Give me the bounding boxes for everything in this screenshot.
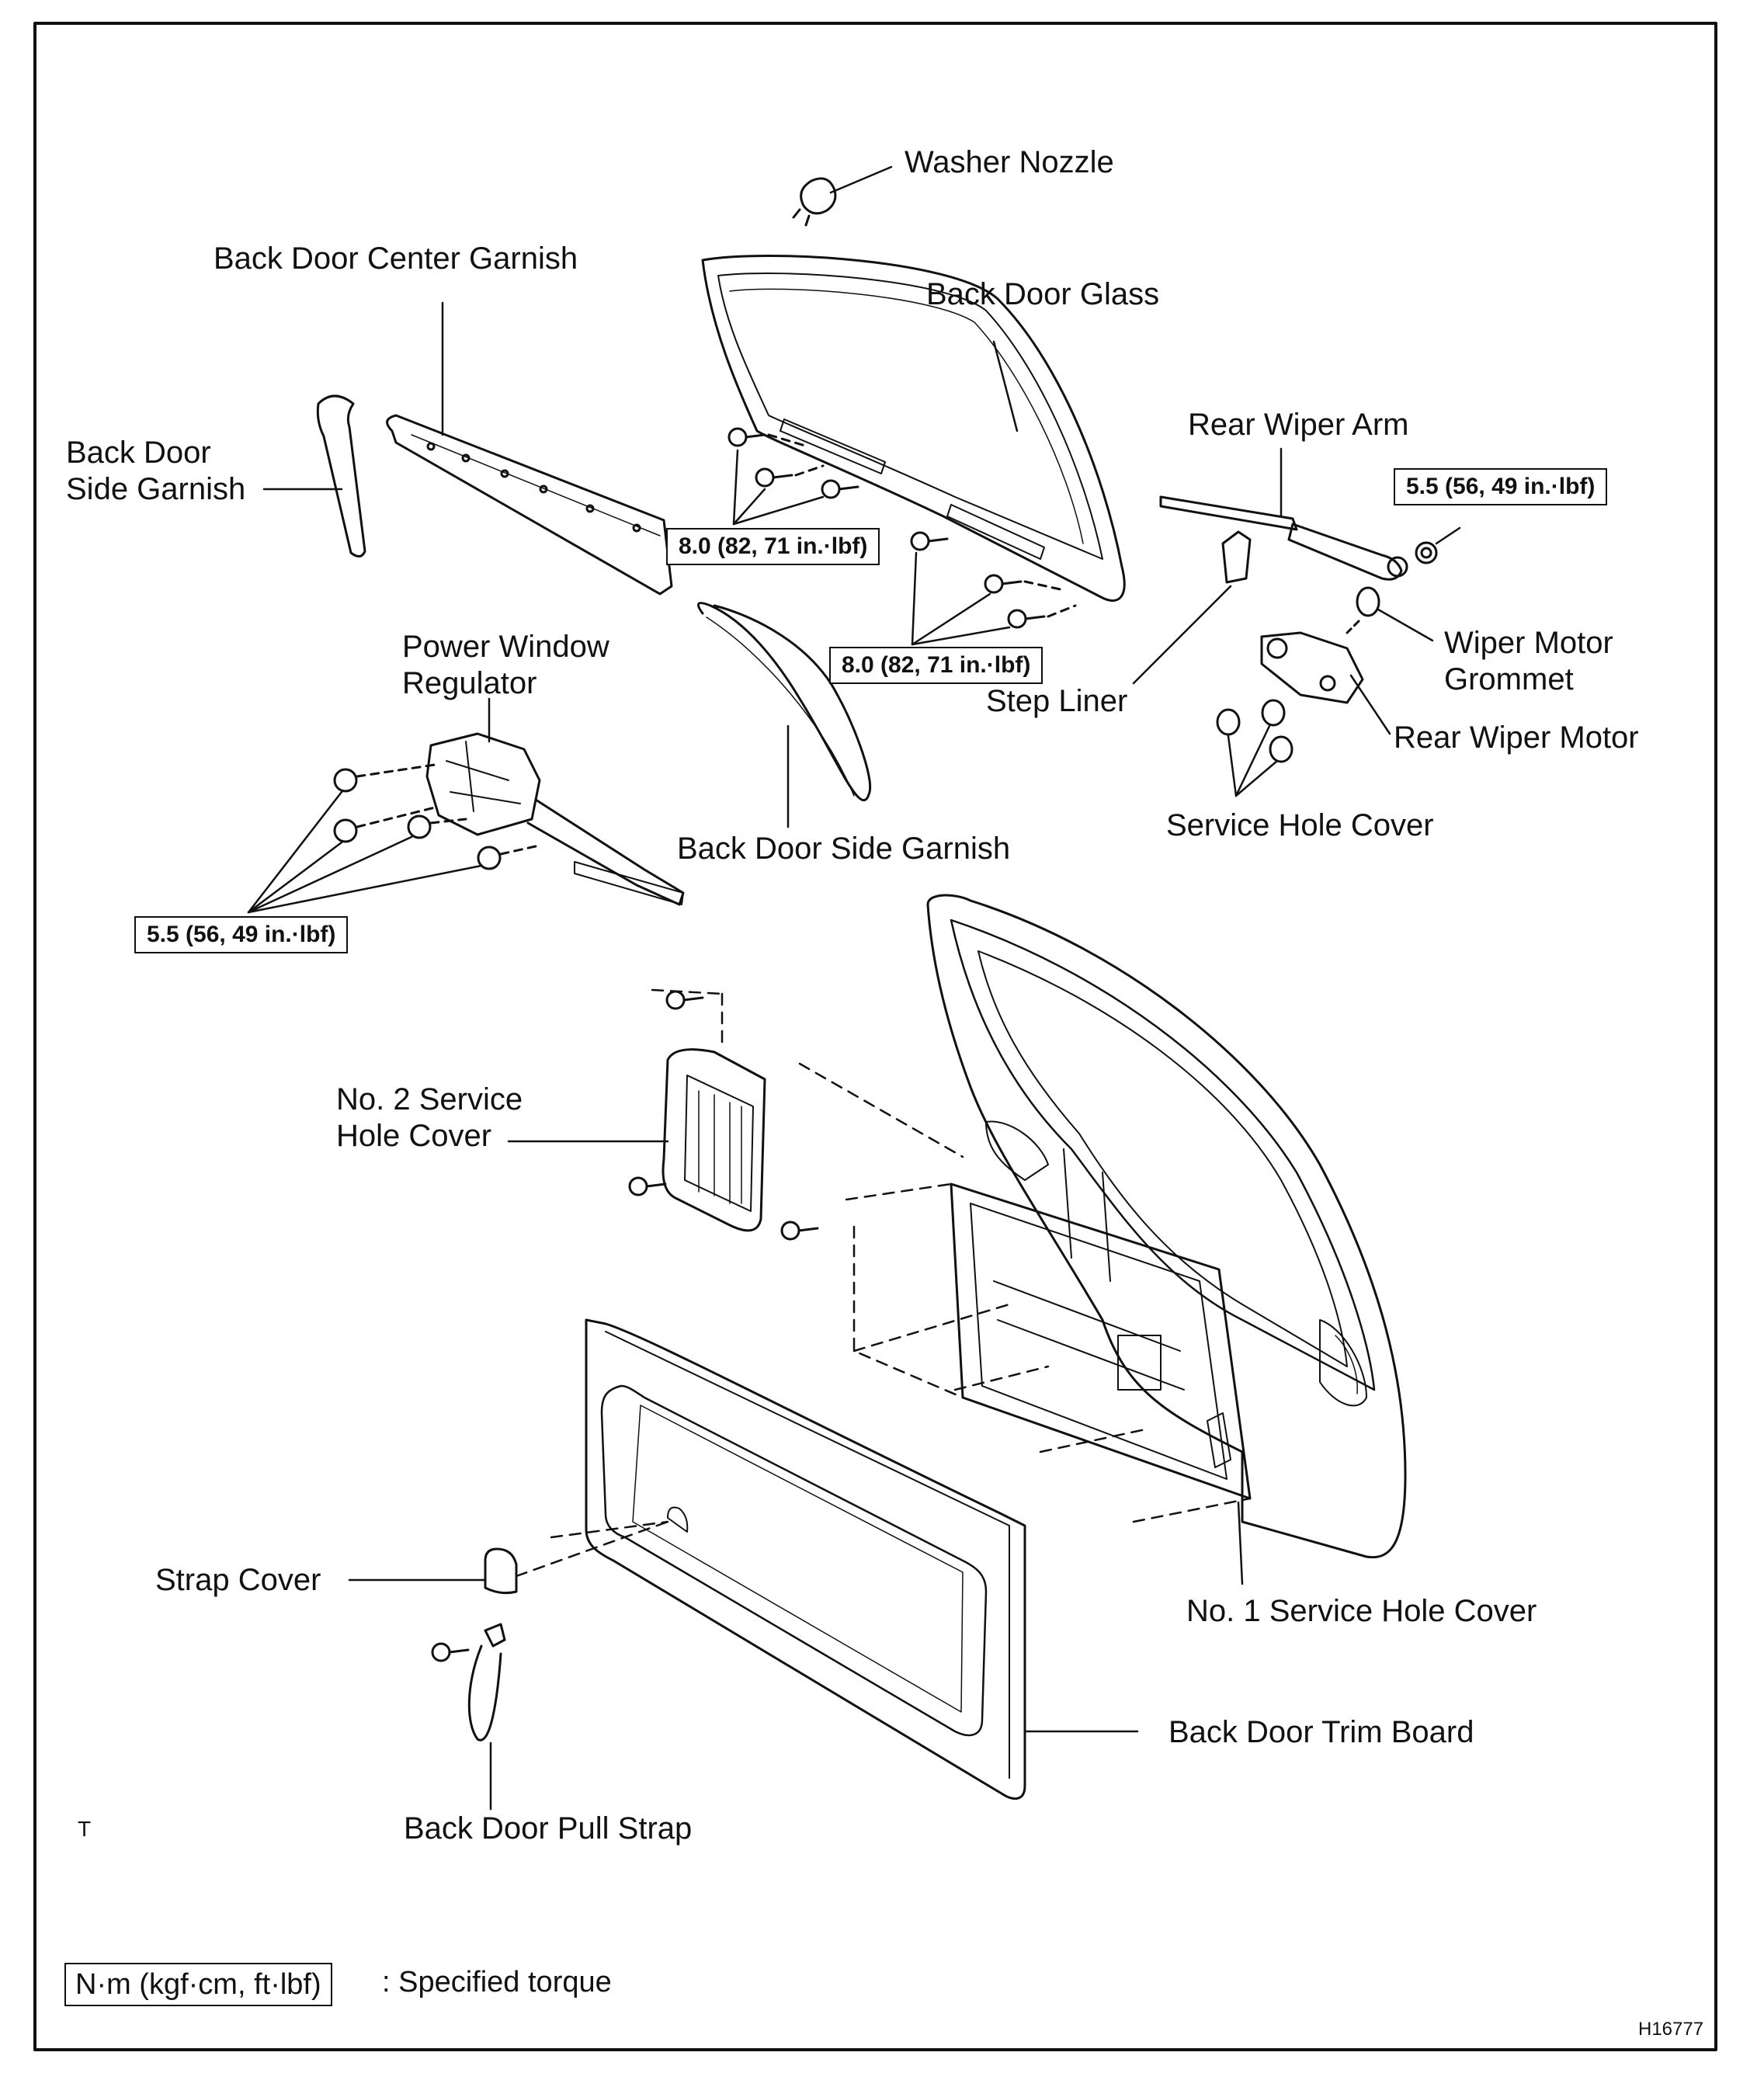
side-garnish-right-part: [696, 602, 872, 828]
label-back-door-glass: Back Door Glass: [926, 277, 1160, 311]
no2-service-hole-cover-part: [507, 1048, 766, 1232]
label-no1-cover: No. 1 Service Hole Cover: [1186, 1594, 1537, 1628]
label-wiper-grommet-line2: Grommet: [1444, 662, 1574, 696]
t-mark: T: [78, 1817, 92, 1841]
glass-bolts-left: [727, 427, 859, 526]
label-center-garnish: Back Door Center Garnish: [214, 241, 578, 276]
label-pull-strap: Back Door Pull Strap: [404, 1811, 693, 1846]
back-door-panel-part: [926, 894, 1407, 1559]
wiper-nut: [1415, 526, 1461, 564]
label-washer-nozzle: Washer Nozzle: [905, 145, 1114, 179]
torque-glass-left: 8.0 (82, 71 in.·lbf): [666, 528, 880, 565]
back-door-glass-part: [701, 254, 1126, 602]
center-garnish-part: [386, 301, 673, 596]
regulator-nuts: [247, 763, 537, 914]
legend-torque-text: : Specified torque: [382, 1966, 612, 1998]
torque-glass-right: 8.0 (82, 71 in.·lbf): [829, 647, 1043, 684]
trim-board-part: [585, 1318, 1139, 1801]
label-no2-cover-line2: Hole Cover: [336, 1119, 492, 1153]
label-side-garnish-left-line1: Back Door: [66, 436, 211, 470]
diagram-frame: [33, 22, 1717, 2051]
label-step-liner: Step Liner: [986, 684, 1128, 718]
rear-wiper-arm-part: [1159, 447, 1408, 581]
no2-cover-bolts: [628, 990, 819, 1241]
legend-torque-unit: N·m (kgf·cm, ft·lbf): [64, 1963, 332, 2006]
torque-wiper-arm: 5.5 (56, 49 in.·lbf): [1394, 468, 1608, 505]
label-side-garnish-left-line2: Side Garnish: [66, 472, 246, 506]
label-wiper-grommet-line1: Wiper Motor: [1444, 626, 1613, 660]
side-garnish-left-part: [262, 394, 366, 557]
step-liner-part: [1132, 530, 1252, 685]
label-strap-cover: Strap Cover: [155, 1563, 321, 1597]
glass-bolts-right: [910, 531, 1077, 646]
label-side-garnish-right: Back Door Side Garnish: [677, 832, 1011, 866]
strap-cover-part: [348, 1520, 669, 1595]
projection-lines: [550, 988, 1252, 1539]
label-no2-cover-line1: No. 2 Service: [336, 1082, 523, 1116]
washer-nozzle-part: [792, 165, 893, 227]
no1-service-hole-cover-part: [950, 1182, 1252, 1585]
label-rear-wiper-arm: Rear Wiper Arm: [1188, 408, 1409, 442]
rear-wiper-motor-part: [1260, 620, 1391, 735]
pull-strap-part: [431, 1623, 506, 1811]
power-window-regulator-part: [425, 697, 685, 906]
label-power-window-line2: Regulator: [402, 666, 537, 700]
label-service-hole-cover: Service Hole Cover: [1166, 808, 1434, 842]
label-trim-board: Back Door Trim Board: [1168, 1715, 1474, 1749]
label-power-window-line1: Power Window: [402, 630, 609, 664]
wiper-grommet-part: [1356, 586, 1434, 642]
service-hole-covers-part: [1216, 699, 1293, 797]
torque-regulator: 5.5 (56, 49 in.·lbf): [134, 916, 349, 953]
label-rear-wiper-motor: Rear Wiper Motor: [1394, 721, 1639, 755]
figure-code: H16777: [1638, 2019, 1704, 2040]
